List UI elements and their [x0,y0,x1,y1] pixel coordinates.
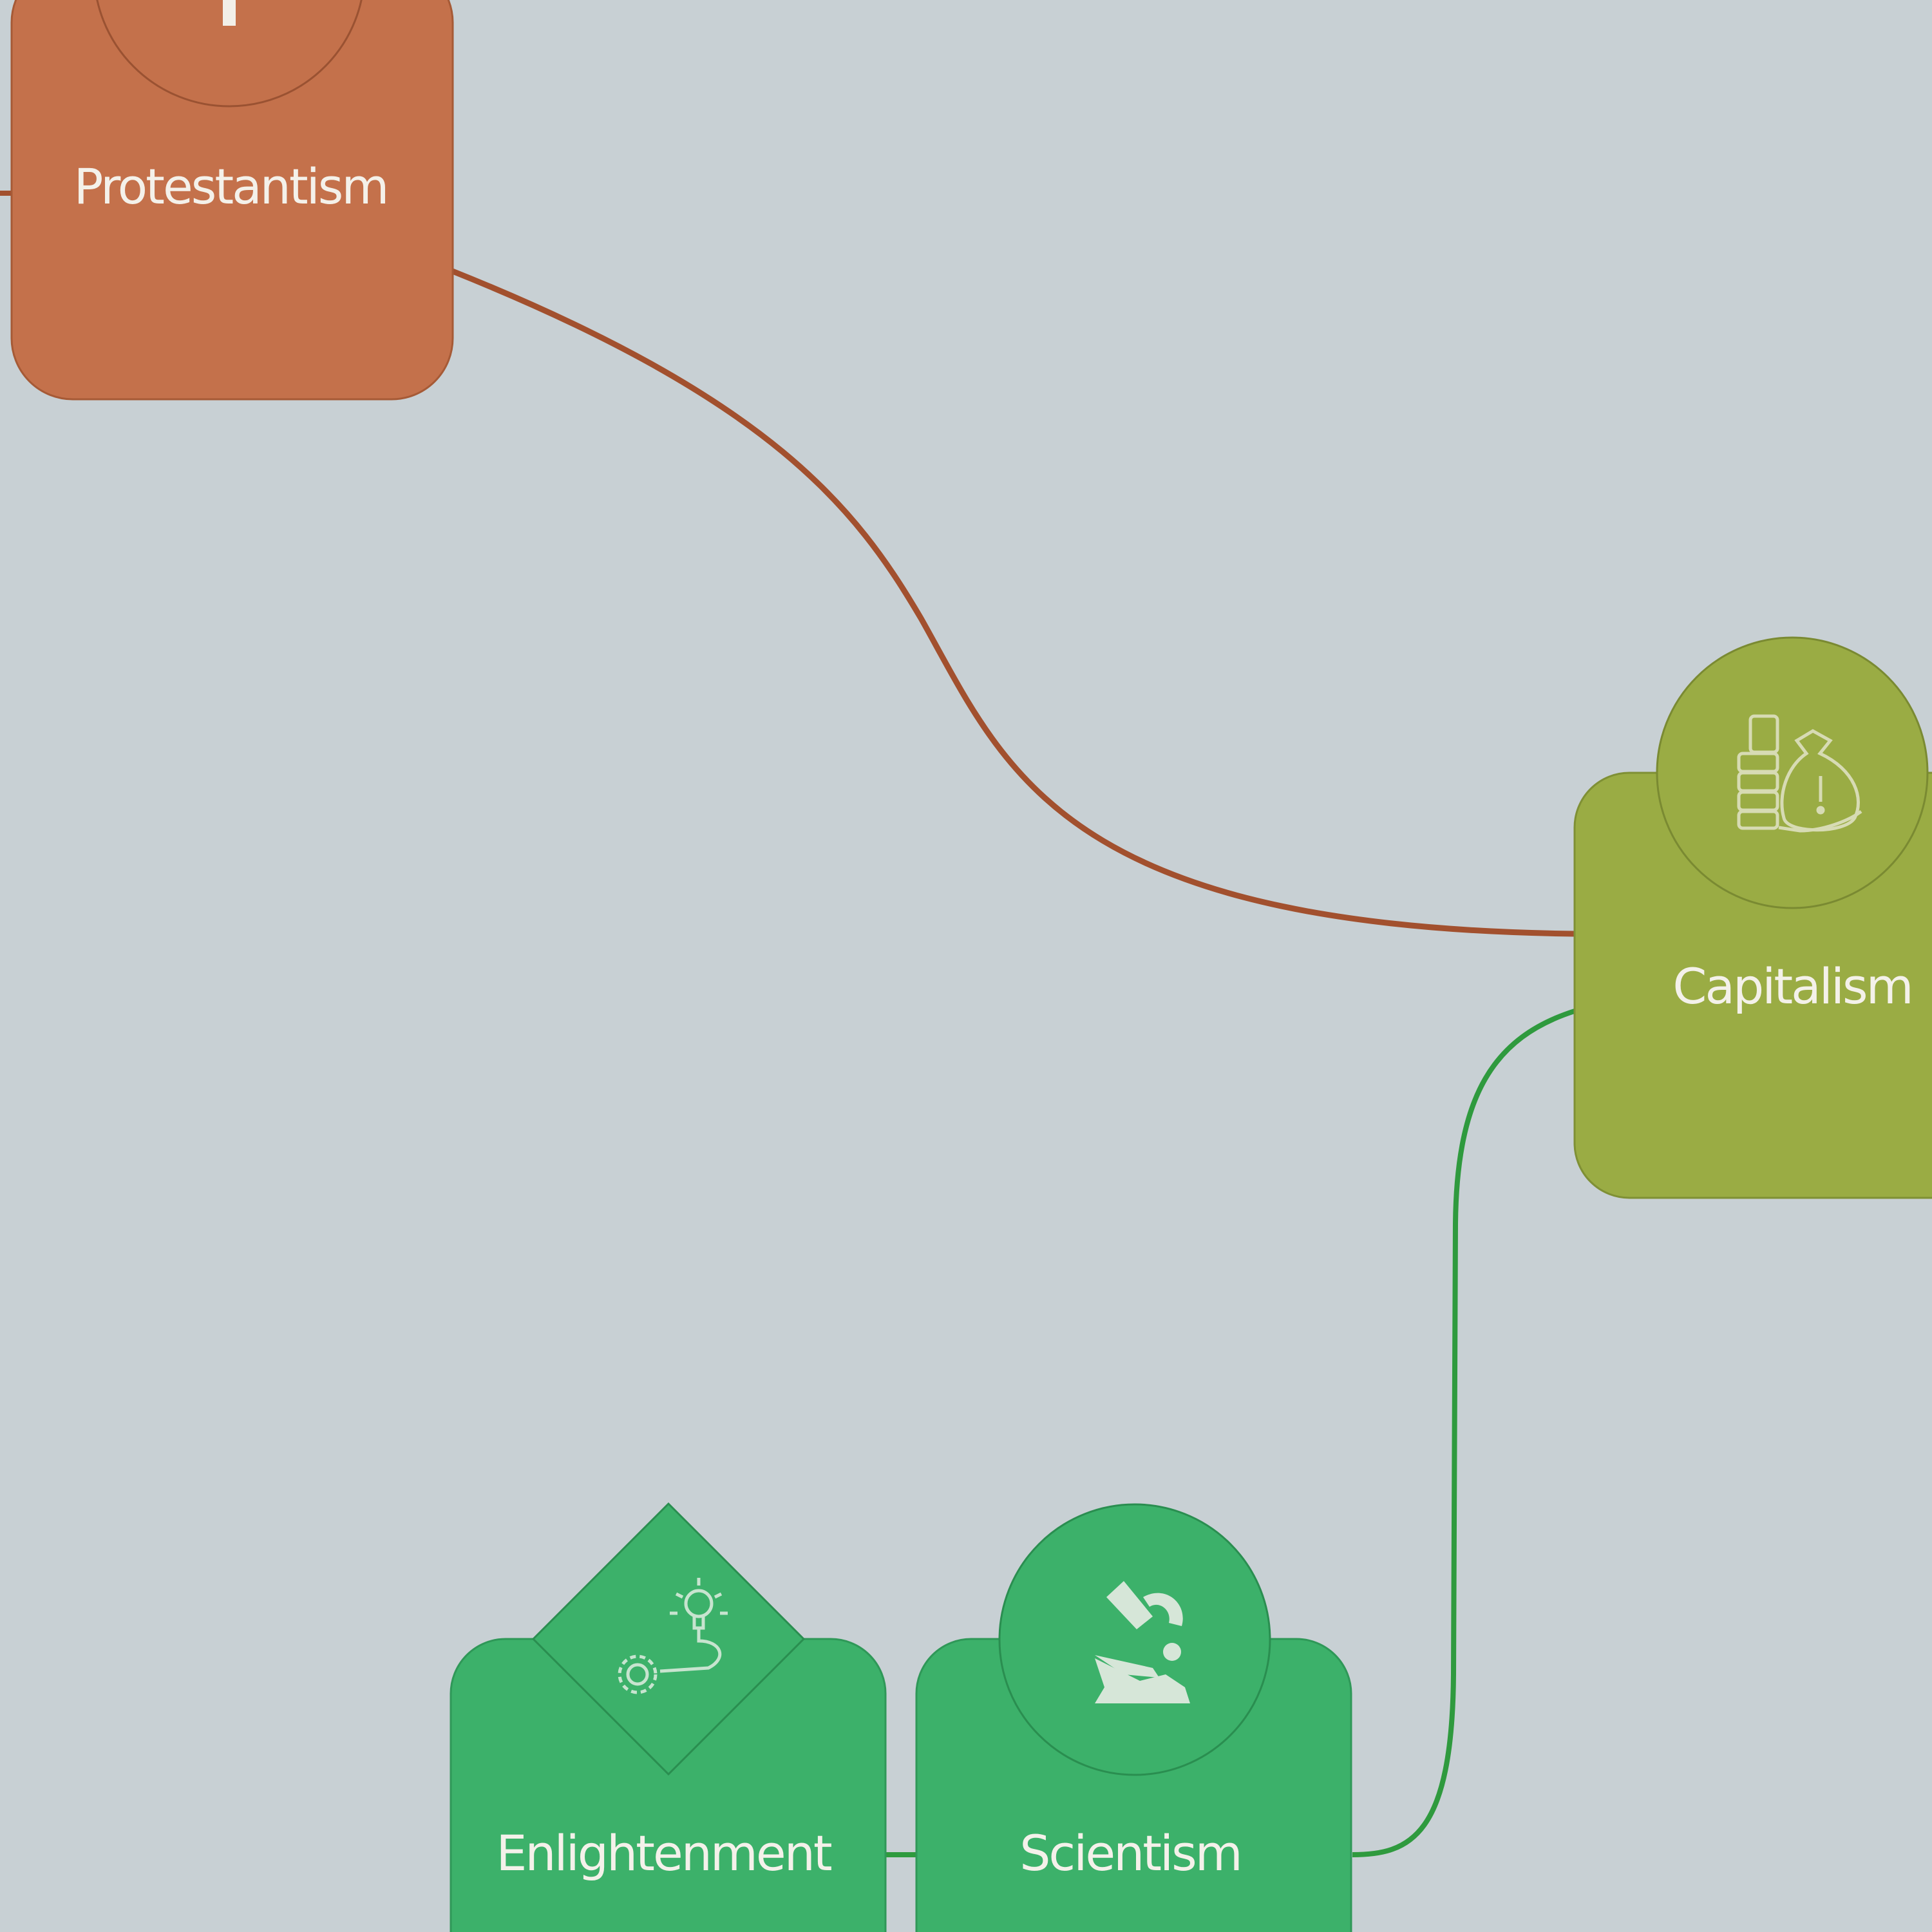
node-enlightenment-badge [531,1502,806,1776]
money-bag-coins-icon [1737,714,1862,833]
edge-protestantism-capitalism-curve[interactable] [450,267,1575,937]
node-protestantism-badge [96,0,363,108]
node-enlightenment-label: Enlightenment [496,1824,831,1882]
node-protestantism-body [10,0,454,401]
lightbulb-gear-icon [618,1578,728,1694]
node-scientism[interactable]: Scientism [915,1503,1352,1932]
node-capitalism[interactable]: Capitalism [1573,636,1932,1199]
node-protestantism[interactable]: Protestantism [10,0,454,401]
cross-icon [223,0,236,26]
edge-scientism-capitalism[interactable] [1352,1009,1576,1857]
node-scientism-label: Scientism [1019,1824,1241,1882]
edges [0,191,1576,1857]
node-protestantism-label: Protestantism [74,158,388,215]
node-capitalism-label: Capitalism [1672,958,1911,1015]
microscope-icon [1095,1581,1190,1703]
node-capitalism-badge [1656,636,1929,909]
node-scientism-badge [998,1503,1271,1776]
node-enlightenment[interactable]: Enlightenment [450,1502,887,1932]
